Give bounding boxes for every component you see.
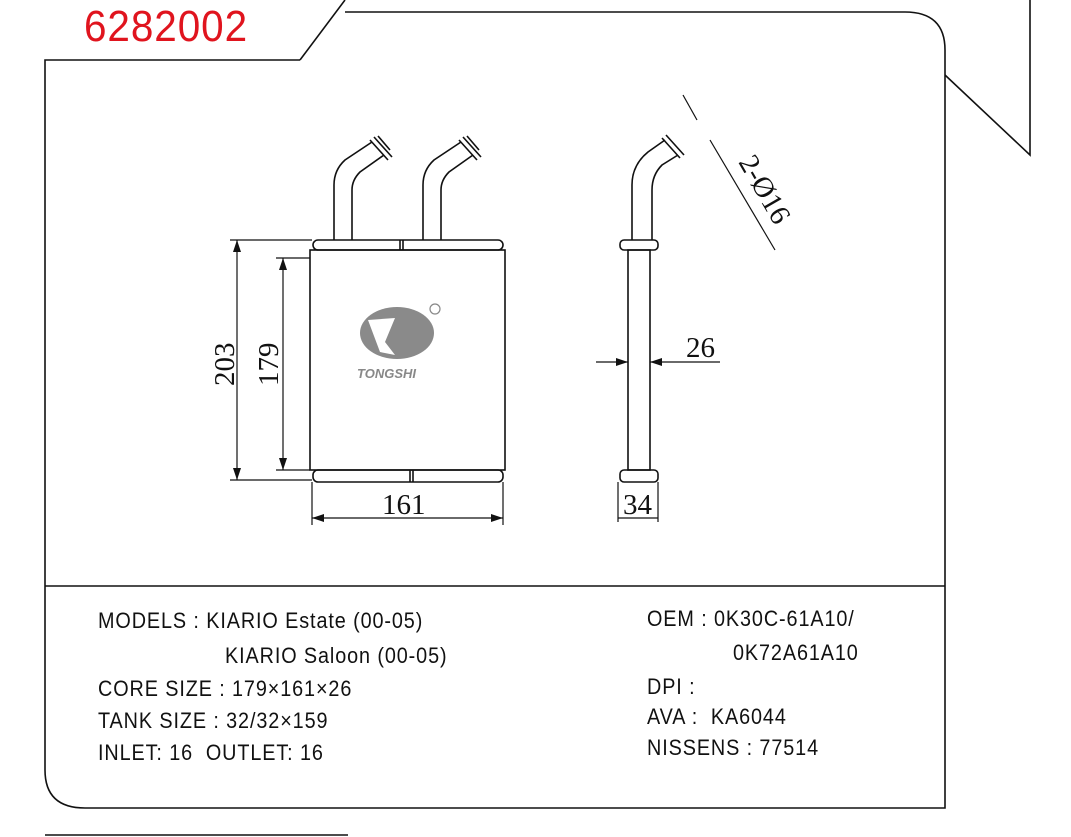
models-line-1: MODELS : KIARIO Estate (00-05): [98, 608, 424, 633]
oem-line-1: OEM : 0K30C-61A10/: [647, 606, 855, 631]
tongshi-logo: TONGSHI: [357, 303, 441, 381]
core-size: CORE SIZE : 179×161×26: [98, 676, 353, 701]
dpi: DPI :: [647, 674, 696, 699]
corner-lines: [944, 0, 1031, 157]
part-number: 6282002: [84, 2, 249, 51]
dim-height-core: 179: [253, 343, 285, 387]
logo-text: TONGSHI: [357, 366, 416, 381]
nissens: NISSENS : 77514: [647, 735, 819, 760]
models-line-2: KIARIO Saloon (00-05): [225, 643, 448, 668]
side-view: [619, 134, 685, 483]
inlet-outlet: INLET: 16 OUTLET: 16: [98, 740, 324, 765]
dimension-lines: [230, 94, 776, 525]
title-tab-diagonal: [299, 0, 346, 61]
dim-depth-core: 26: [686, 332, 715, 364]
oem-line-2: 0K72A61A10: [733, 640, 859, 665]
dim-width-core: 161: [382, 489, 426, 521]
dim-pipe-spec: 2-Ø16: [732, 150, 797, 230]
dim-depth-tank: 34: [623, 489, 653, 521]
ava: AVA : KA6044: [647, 704, 787, 729]
tank-size: TANK SIZE : 32/32×159: [98, 708, 329, 733]
front-view: [309, 135, 506, 483]
drawing-frame: [44, 11, 946, 809]
dim-height-total: 203: [209, 343, 241, 387]
